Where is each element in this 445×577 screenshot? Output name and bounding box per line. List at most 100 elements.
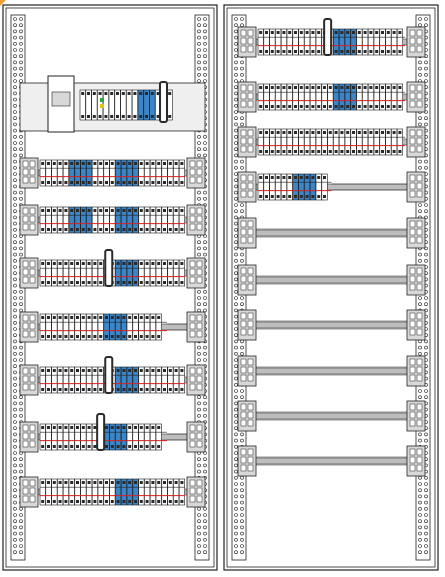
rail-hole	[234, 197, 238, 201]
terminal-slot	[240, 220, 247, 228]
breaker-terminal	[87, 500, 91, 503]
rail-hole	[240, 345, 244, 350]
breaker-terminal	[87, 115, 90, 118]
din-rail	[237, 367, 426, 375]
breaker-toggle	[259, 176, 263, 179]
terminal-slot	[29, 215, 36, 223]
breaker-toggle	[110, 92, 114, 95]
rail-hole	[13, 475, 17, 480]
breaker-terminal	[145, 115, 148, 118]
rail-hole	[234, 345, 238, 350]
terminal-slot	[189, 276, 196, 284]
rail-hole	[418, 66, 422, 71]
breaker-terminal	[375, 150, 379, 153]
breaker-terminal	[99, 181, 103, 184]
rcd-module	[126, 259, 133, 287]
rail-hole	[13, 258, 17, 263]
din-row	[19, 476, 206, 508]
breaker-toggle	[168, 209, 172, 212]
breaker-terminal	[81, 115, 85, 118]
rail-hole	[240, 531, 244, 536]
breaker-toggle	[58, 209, 62, 212]
breaker-terminal	[145, 281, 149, 284]
rail-hole	[197, 308, 201, 313]
terminal-slot	[416, 403, 423, 411]
rail-hole	[240, 488, 244, 493]
rail-hole	[13, 122, 17, 127]
rail-hole	[19, 407, 23, 412]
rail-hole	[197, 23, 201, 28]
rail-hole	[418, 60, 422, 65]
breaker-module	[173, 159, 180, 187]
breaker-module	[109, 159, 116, 187]
breaker-toggle	[87, 262, 91, 265]
breaker-toggle	[128, 209, 132, 212]
breaker-toggle	[180, 262, 184, 265]
breaker-terminal	[163, 500, 166, 503]
breaker-toggle	[81, 369, 85, 372]
breaker-toggle	[334, 86, 338, 89]
din-row	[237, 217, 426, 249]
rail-hole	[234, 488, 238, 493]
rail-hole	[203, 240, 207, 244]
breaker-terminal	[47, 335, 50, 338]
breaker-toggle	[139, 262, 143, 265]
breaker-terminal	[99, 388, 103, 391]
breaker-toggle	[93, 209, 97, 212]
terminal-slot	[240, 100, 247, 108]
rail-hole	[418, 494, 422, 499]
rail-hole	[424, 494, 428, 499]
terminal-block	[237, 81, 257, 113]
rail-hole	[424, 438, 428, 443]
rail-hole	[19, 457, 23, 462]
terminal-slot	[29, 432, 36, 440]
terminal-slot	[29, 168, 36, 176]
breaker-toggle	[52, 162, 56, 165]
rail-hole	[203, 550, 207, 555]
rail-hole	[240, 550, 244, 555]
terminal-slot	[22, 432, 29, 440]
breaker-terminal	[70, 445, 74, 448]
din-rail	[237, 457, 426, 465]
rail-hole	[13, 41, 17, 46]
breaker-terminal	[363, 50, 367, 53]
breaker-toggle	[41, 209, 45, 212]
rail-hole	[234, 215, 238, 220]
terminal-slot	[240, 403, 247, 411]
terminal-slot	[196, 424, 203, 432]
terminal-block	[19, 421, 39, 453]
breaker-terminal	[145, 500, 149, 503]
breaker-terminal	[363, 105, 367, 108]
breaker-toggle	[369, 86, 373, 89]
breaker-module	[161, 366, 168, 394]
terminal-slot	[416, 145, 423, 153]
breaker-toggle	[64, 369, 68, 372]
rail-hole	[424, 116, 428, 120]
breaker-terminal	[58, 181, 62, 184]
rail-hole	[197, 469, 201, 474]
rail-hole	[197, 296, 201, 300]
breaker-toggle	[305, 86, 309, 89]
rail-hole	[424, 66, 428, 71]
rail-hole	[13, 339, 17, 344]
rail-hole	[19, 141, 23, 145]
terminal-slot	[247, 358, 254, 366]
breaker-terminal	[70, 500, 74, 503]
breaker-toggle	[99, 162, 103, 165]
breaker-module	[144, 366, 151, 394]
rail-hole	[19, 519, 23, 524]
din-row	[237, 18, 426, 58]
terminal-slot	[240, 456, 247, 464]
rail-hole	[418, 203, 422, 207]
rail-hole	[418, 525, 422, 530]
rcd-module	[120, 478, 127, 506]
breaker-toggle	[375, 31, 379, 34]
breaker-terminal	[93, 228, 97, 231]
breaker-module	[362, 128, 369, 156]
breaker-toggle	[180, 209, 184, 212]
breaker-toggle	[369, 31, 373, 34]
breaker-terminal	[64, 228, 68, 231]
rail-hole	[19, 544, 23, 548]
terminal-slot	[409, 456, 416, 464]
rail-hole	[240, 296, 244, 300]
